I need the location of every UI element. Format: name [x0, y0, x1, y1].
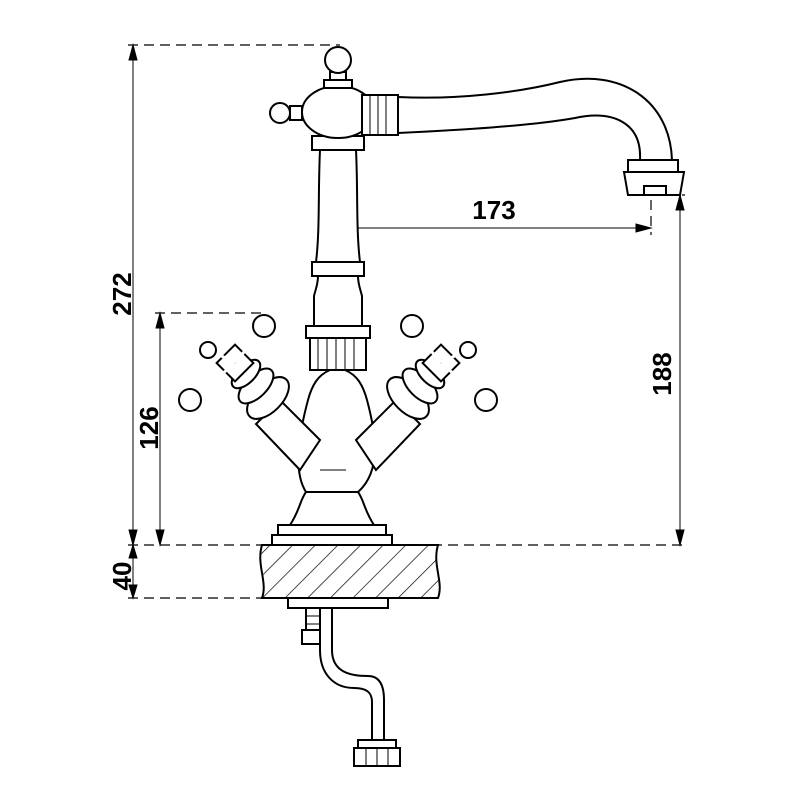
dimension-labels: 272 126 40 188 173	[107, 195, 677, 590]
faucet-spout	[361, 77, 686, 196]
faucet-head	[269, 46, 375, 139]
dimension-label-173: 173	[472, 195, 515, 225]
faucet-body	[297, 325, 376, 493]
dimension-label-272: 272	[107, 272, 137, 315]
dimension-label-126: 126	[134, 406, 164, 449]
dimension-label-40: 40	[107, 562, 137, 591]
countertop-section	[259, 544, 441, 599]
dimension-label-188: 188	[647, 352, 677, 395]
under-deck-fittings	[287, 597, 401, 767]
faucet-base	[271, 491, 393, 546]
left-valve-handle	[178, 314, 322, 472]
faucet-column	[311, 135, 365, 327]
right-valve-handle	[354, 314, 498, 472]
